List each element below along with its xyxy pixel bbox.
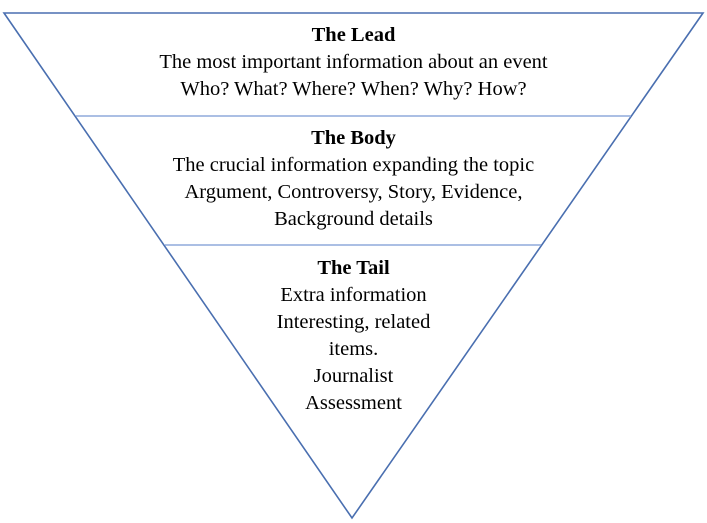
section-line: Extra information bbox=[280, 284, 427, 306]
pyramid-outline bbox=[2, 12, 705, 520]
section-title: The Lead bbox=[311, 24, 396, 46]
section-body: The Body The crucial information expandi… bbox=[0, 125, 707, 233]
section-line: items. bbox=[328, 338, 379, 360]
section-lead: The Lead The most important information … bbox=[0, 22, 707, 103]
section-title: The Body bbox=[311, 127, 396, 149]
section-line: Interesting, related bbox=[276, 311, 431, 333]
section-line: Assessment bbox=[305, 392, 402, 414]
section-tail: The Tail Extra information Interesting, … bbox=[0, 255, 707, 417]
section-title: The Tail bbox=[317, 257, 390, 279]
section-line: Argument, Controversy, Story, Evidence, bbox=[184, 181, 523, 203]
section-line: Background details bbox=[274, 208, 433, 230]
section-line: Journalist bbox=[313, 365, 394, 387]
section-line: The crucial information expanding the to… bbox=[172, 154, 535, 176]
section-line: The most important information about an … bbox=[159, 51, 548, 73]
section-line: Who? What? Where? When? Why? How? bbox=[180, 78, 527, 100]
